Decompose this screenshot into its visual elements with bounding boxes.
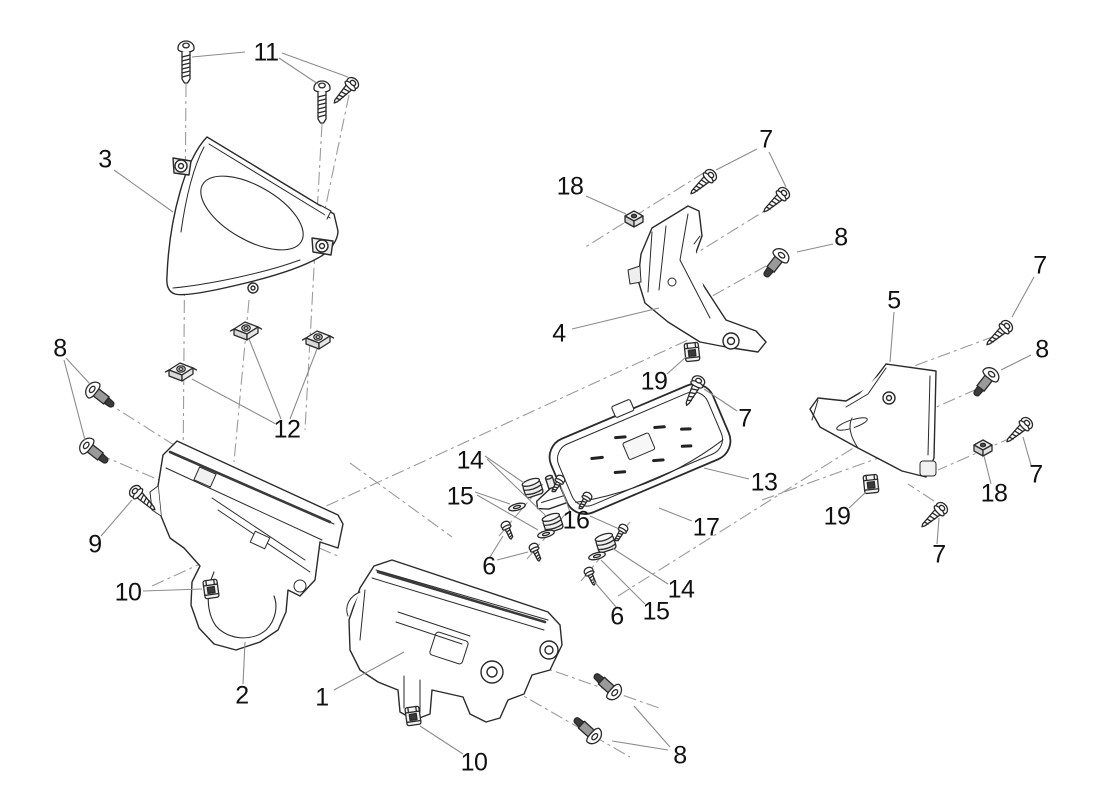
part-callout-7-26: 7 <box>1033 251 1047 280</box>
screw-8c <box>588 667 626 704</box>
screw-7a <box>686 166 720 200</box>
part-callout-14-23: 14 <box>667 575 695 604</box>
part-callout-10-5: 10 <box>114 578 142 607</box>
part-callout-8-27: 8 <box>1035 335 1049 364</box>
part-callout-2-6: 2 <box>235 681 249 710</box>
part-callout-7-28: 7 <box>1029 460 1043 489</box>
u-clip-12a <box>229 321 263 341</box>
part-callout-4-12: 4 <box>552 319 566 348</box>
part-callout-16-20: 16 <box>562 506 590 535</box>
part-callout-18-10: 18 <box>556 172 584 201</box>
part-callout-19-14: 19 <box>640 367 668 396</box>
screw-7e <box>1002 414 1036 448</box>
part-callout-6-21: 6 <box>482 552 496 581</box>
part-callout-15-24: 15 <box>642 597 670 626</box>
part-callout-14-18: 14 <box>456 446 484 475</box>
callout-leader-lines <box>63 51 1035 755</box>
support-bracket-part-1 <box>346 559 563 723</box>
clip-10a <box>202 578 220 600</box>
part-callout-8-13: 8 <box>834 223 848 252</box>
part-callout-1-7: 1 <box>315 683 329 712</box>
square-nut-18a <box>624 210 644 228</box>
part-callout-8-2: 8 <box>53 334 67 363</box>
part-callout-9-3: 9 <box>88 530 102 559</box>
screw-7b <box>759 184 793 218</box>
screw-11b <box>313 80 331 124</box>
screw-7f <box>917 499 951 533</box>
screw-8e <box>757 244 793 283</box>
front-cover-part-2 <box>149 440 344 651</box>
screw-8a <box>81 378 120 414</box>
clip-19b <box>862 473 880 495</box>
part-callout-19-30: 19 <box>823 502 851 531</box>
screw-11c <box>329 74 362 109</box>
part-callout-12-4: 12 <box>273 415 301 444</box>
u-clip-12c <box>164 362 198 382</box>
side-panel-part-5 <box>809 363 937 478</box>
screw-11a <box>177 40 195 84</box>
part-callout-11-0: 11 <box>253 38 279 67</box>
washer-15c <box>587 550 607 562</box>
part-callout-7-31: 7 <box>932 540 946 569</box>
part-callout-18-29: 18 <box>980 479 1008 508</box>
washer-15a <box>507 501 527 513</box>
windscreen-part-3 <box>166 136 339 296</box>
u-clip-12b <box>301 330 335 350</box>
side-panel-part-4 <box>627 205 767 353</box>
part-callout-3-1: 3 <box>98 145 112 174</box>
washer-15b <box>536 528 556 540</box>
part-callout-7-15: 7 <box>738 404 752 433</box>
screw-8b <box>75 434 114 470</box>
part-callout-17-17: 17 <box>692 513 720 542</box>
screw-8d <box>568 711 606 748</box>
part-callout-15-19: 15 <box>446 482 474 511</box>
bushing-14c <box>593 531 618 555</box>
clip-19a <box>683 341 701 363</box>
part-callout-13-16: 13 <box>750 468 778 497</box>
part-callout-10-8: 10 <box>460 748 488 777</box>
screw-16c <box>611 522 630 545</box>
part-callout-5-25: 5 <box>887 286 901 315</box>
part-callout-6-22: 6 <box>610 602 624 631</box>
part-callout-8-9: 8 <box>673 741 687 770</box>
part-callout-7-11: 7 <box>759 125 773 154</box>
clip-10b <box>404 705 422 727</box>
screw-6b <box>527 541 545 564</box>
screw-8f <box>967 363 1003 402</box>
screw-7d <box>982 317 1016 351</box>
square-nut-18b <box>973 439 993 457</box>
